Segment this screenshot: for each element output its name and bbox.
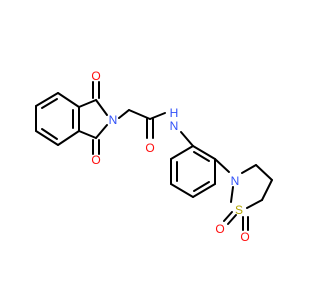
bond (170, 183, 194, 198)
atom-oxygen: O (215, 222, 224, 236)
bond (149, 112, 166, 120)
bond (223, 211, 233, 222)
bond (255, 164, 273, 181)
molecule-structure: O O N O N H N S O O (35, 69, 273, 244)
bond (41, 128, 58, 140)
imide-ring (78, 81, 108, 155)
bond (78, 130, 97, 139)
atom-oxygen: O (145, 141, 154, 155)
bond (118, 109, 130, 119)
benzene-ring-center (170, 145, 230, 198)
bond (193, 151, 210, 162)
bond (95, 124, 108, 139)
bond (193, 181, 210, 192)
bond (170, 145, 194, 160)
bond (227, 214, 237, 225)
atom-nitrogen: N (231, 174, 240, 188)
bond (35, 92, 59, 107)
bond (57, 92, 80, 108)
bond (95, 99, 108, 116)
atom-nitrogen: N (109, 113, 118, 127)
atom-oxygen: O (91, 69, 100, 83)
bond (230, 186, 234, 203)
bond (35, 130, 59, 146)
bond (192, 183, 216, 198)
bond (246, 199, 263, 209)
sultam-ring (223, 164, 273, 231)
atom-nitrogen: N (170, 119, 179, 133)
bond (57, 130, 80, 146)
benzene-ring-left (35, 92, 80, 146)
bond (128, 109, 151, 120)
bond (78, 99, 97, 108)
bond (41, 98, 58, 109)
bond (241, 164, 257, 174)
bond (214, 158, 230, 173)
atom-sulfur: S (235, 203, 243, 217)
atom-hydrogen: H (170, 106, 179, 120)
bond (180, 131, 194, 147)
atom-oxygen: O (91, 153, 100, 167)
amide-linker (118, 109, 194, 147)
atom-oxygen: O (240, 230, 249, 244)
bond (192, 145, 216, 160)
bond (261, 179, 273, 201)
